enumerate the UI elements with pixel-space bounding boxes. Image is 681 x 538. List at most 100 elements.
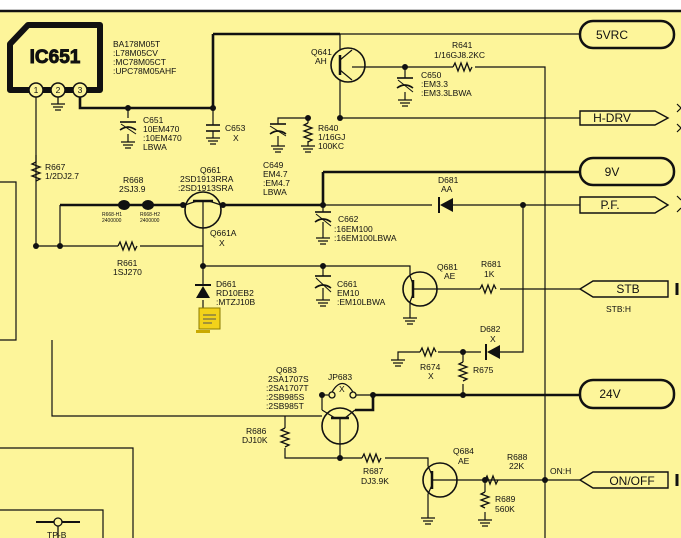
r640-ref: R640 xyxy=(318,123,339,133)
c661-v2: :EM10LBWA xyxy=(337,297,386,307)
r681-ref: R681 xyxy=(481,259,502,269)
q641-val: AH xyxy=(315,56,327,66)
d661-v1: RD10EB2 xyxy=(216,288,254,298)
r668-h2-val: 2400000 xyxy=(140,218,160,224)
connector-24v-label: 24V xyxy=(599,387,620,401)
r661-val: 1SJ270 xyxy=(113,267,142,277)
on-h-note: ON:H xyxy=(550,466,571,476)
ic651-part-3: :MC78M05CT xyxy=(113,57,166,67)
d661-zener xyxy=(195,284,211,298)
r674-symbol xyxy=(419,346,437,358)
connector-pf-label: P.F. xyxy=(600,198,619,212)
r668-ref: R668 xyxy=(123,175,144,185)
connector-pf[interactable]: P.F. xyxy=(579,196,670,214)
r641-symbol xyxy=(452,61,473,73)
r667-ref: R667 xyxy=(45,162,66,172)
jp683-jumper xyxy=(328,382,357,399)
c649-v3: LBWA xyxy=(263,187,287,197)
r640-v2: 100KC xyxy=(318,141,344,151)
r661-ref: R661 xyxy=(117,258,138,268)
capacitors xyxy=(119,77,414,293)
r686-val: DJ10K xyxy=(242,435,268,445)
q661-v2: :2SD1913SRA xyxy=(178,183,234,193)
r668-h2: R668-H2 xyxy=(140,212,160,218)
r641-ref: R641 xyxy=(452,40,473,50)
q661a-ref: Q661A xyxy=(210,228,237,238)
c653-val: X xyxy=(233,133,239,143)
tpb-ref: TP-B xyxy=(47,530,67,538)
q684-transistor xyxy=(422,462,458,498)
c653-ref: C653 xyxy=(225,123,246,133)
r688-ref: R688 xyxy=(507,452,528,462)
q661-v1: 2SD1913RRA xyxy=(180,174,234,184)
sticky-note-icon[interactable] xyxy=(196,307,221,333)
c650-symbol xyxy=(396,77,414,93)
d682-ref: D682 xyxy=(480,324,501,334)
q684-val: AE xyxy=(458,456,470,466)
d681-ref: D681 xyxy=(438,175,459,185)
d682-diode xyxy=(485,344,500,360)
connector-onoff[interactable]: ON/OFF xyxy=(578,471,669,489)
resistors xyxy=(30,61,499,509)
q683-ref: Q683 xyxy=(276,365,297,375)
jp683-ref: JP683 xyxy=(328,372,352,382)
r668-symbol xyxy=(118,200,154,210)
c649-v2: :EM4.7 xyxy=(263,178,290,188)
connector-hdrv-label: H-DRV xyxy=(593,111,631,125)
q681-val: AE xyxy=(444,271,456,281)
r668-h1: R668-H1 xyxy=(102,212,122,218)
right-edge-marks xyxy=(675,103,681,486)
r687-symbol xyxy=(361,452,382,464)
c649-symbol xyxy=(269,123,287,137)
c651-v2: :10EM470 xyxy=(143,133,182,143)
tpb-testpoint xyxy=(36,517,80,538)
connector-9v[interactable]: 9V xyxy=(578,156,676,187)
connector-onoff-label: ON/OFF xyxy=(609,474,654,488)
r689-val: 560K xyxy=(495,504,515,514)
r668-val: 2SJ3.9 xyxy=(119,184,146,194)
r686-ref: R686 xyxy=(246,426,267,436)
q681-transistor xyxy=(402,271,438,307)
r667-symbol xyxy=(30,161,42,182)
connector-5vrc[interactable]: 5VRC xyxy=(578,19,676,50)
q683-v3: :2SB985S xyxy=(266,392,305,402)
ic651-part-1: BA178M05T xyxy=(113,39,160,49)
r687-ref: R687 xyxy=(363,466,384,476)
q681-ref: Q681 xyxy=(437,262,458,272)
r686-symbol xyxy=(279,427,291,448)
c651-symbol xyxy=(119,121,137,135)
c651-ref: C651 xyxy=(143,115,164,125)
c661-ref: C661 xyxy=(337,279,358,289)
c650-v2: :EM3.3LBWA xyxy=(421,88,472,98)
r681-val: 1K xyxy=(484,269,495,279)
q641-ref: Q641 xyxy=(311,47,332,57)
component-labels: Q641 AH R641 1/16GJ8.2KC C650 :EM3.3 :EM… xyxy=(45,40,528,538)
c650-ref: C650 xyxy=(421,70,442,80)
q683-v1: 2SA1707S xyxy=(268,374,309,384)
c662-v2: :16EM100LBWA xyxy=(334,233,397,243)
connector-5vrc-label: 5VRC xyxy=(596,28,628,42)
ic651-pin-1: 1 xyxy=(34,85,39,95)
c649-v1: EM4.7 xyxy=(263,169,288,179)
r687-val: DJ3.9K xyxy=(361,476,389,486)
junctions xyxy=(33,64,548,483)
q683-v2: :2SA1707T xyxy=(266,383,309,393)
ic651-pin-3: 3 xyxy=(78,85,83,95)
r675-symbol xyxy=(457,361,469,382)
r688-symbol xyxy=(484,474,499,486)
r640-v1: 1/16GJ xyxy=(318,132,345,142)
connector-24v[interactable]: 24V xyxy=(578,378,676,410)
connector-hdrv[interactable]: H-DRV xyxy=(579,110,670,126)
r641-val: 1/16GJ8.2KC xyxy=(434,50,485,60)
d681-val: AA xyxy=(441,184,453,194)
r675-ref: R675 xyxy=(473,365,494,375)
c651-v1: 10EM470 xyxy=(143,124,180,134)
jp683-val: X xyxy=(339,384,345,394)
c649-ref: C649 xyxy=(263,160,284,170)
r661-symbol xyxy=(117,240,138,252)
r668-h1-val: 2400000 xyxy=(102,218,122,224)
d661-ref: D661 xyxy=(216,279,237,289)
q661a-val: X xyxy=(219,238,225,248)
connector-stb[interactable]: STB xyxy=(578,280,669,298)
